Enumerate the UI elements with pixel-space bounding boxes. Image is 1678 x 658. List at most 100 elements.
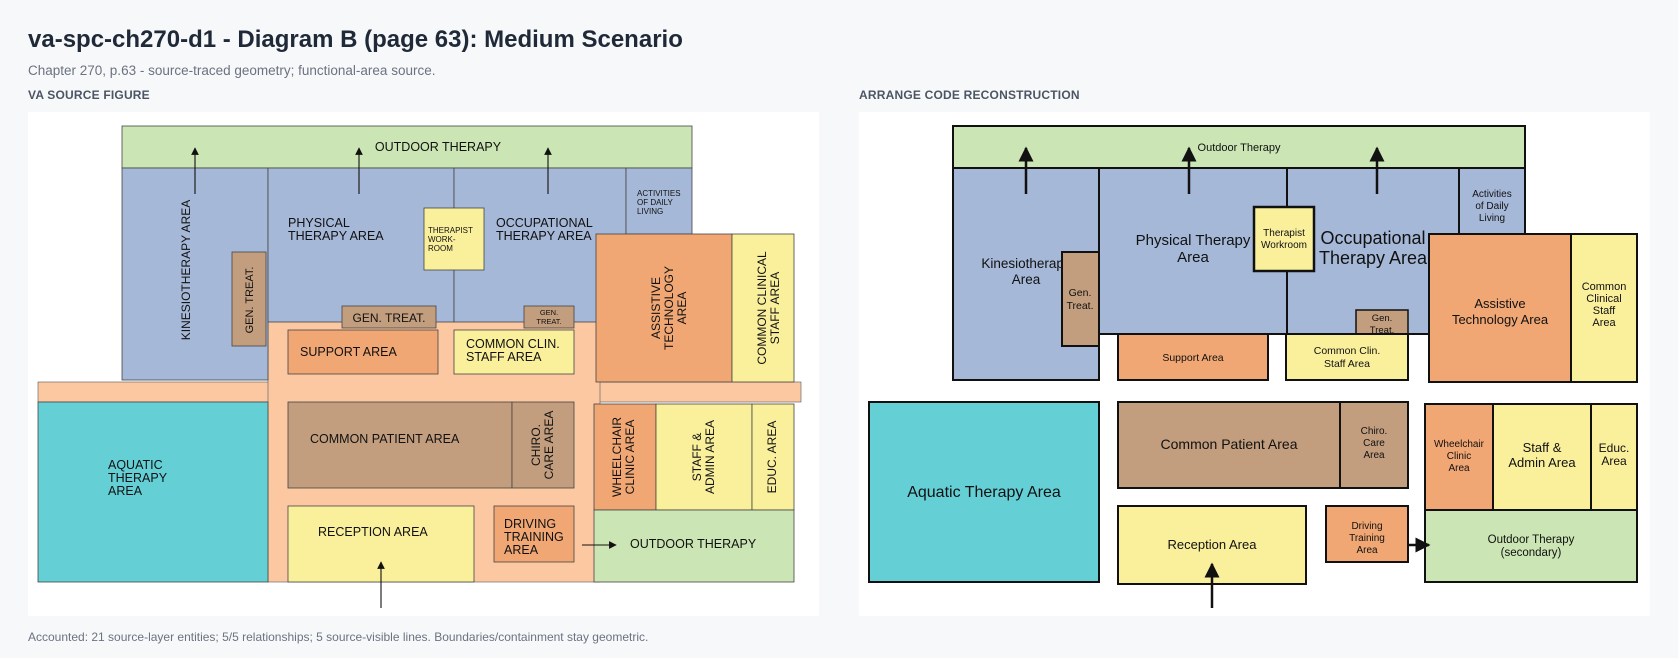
aquatic-label-1: AQUATIC <box>108 458 163 472</box>
r-outdoor-therapy-top-label: Outdoor Therapy <box>1198 142 1281 154</box>
gen-treat-vertical-label: GEN. TREAT. <box>244 267 256 334</box>
therapist-label-3: ROOM <box>428 244 453 253</box>
outdoor-therapy-bottom-label: OUTDOOR THERAPY <box>630 537 757 551</box>
r-outdoor-therapy-secondary <box>1424 509 1638 583</box>
assistive-label-3: AREA <box>675 292 689 325</box>
r-gen-treat-small <box>1355 309 1409 335</box>
r-wheelchair-label-3: Area <box>1448 463 1470 474</box>
r-common-clinical-label-1: Common <box>1582 281 1627 293</box>
r-driving-label-3: Area <box>1356 545 1378 556</box>
page-title: va-spc-ch270-d1 - Diagram B (page 63): M… <box>28 26 683 53</box>
r-driving-label-2: Training <box>1349 533 1385 544</box>
gen-treat-horizontal-label: GEN. TREAT. <box>353 311 426 325</box>
educ-area <box>751 403 795 511</box>
common-clin-label-2: STAFF AREA <box>466 350 542 364</box>
support-area <box>287 329 439 375</box>
adl-label-1: ACTIVITIES <box>637 189 681 198</box>
aquatic-therapy-area <box>37 401 269 583</box>
r-kinesio-label-1: Kinesiotherapy <box>981 256 1071 271</box>
common-clinical-label-1: COMMON CLINICAL <box>755 251 769 365</box>
outdoor-therapy-top-label: OUTDOOR THERAPY <box>375 140 502 154</box>
common-clinical-label-2: STAFF AREA <box>768 272 782 344</box>
occupational-therapy-label-2: THERAPY AREA <box>496 229 592 243</box>
wheelchair-label-1: WHEELCHAIR <box>610 417 624 497</box>
r-adl-label-1: Activities <box>1472 189 1511 200</box>
r-assistive-label-2: Technology Area <box>1452 312 1549 327</box>
r-gen-treat-left <box>1061 251 1100 347</box>
r-reception-label: Reception Area <box>1168 537 1258 552</box>
assistive-label-1: ASSISTIVE <box>649 277 663 339</box>
reception-label: RECEPTION AREA <box>318 525 428 539</box>
wheelchair-clinic-area <box>593 403 657 511</box>
r-support-label: Support Area <box>1162 352 1223 364</box>
driving-label-1: DRIVING <box>504 517 556 531</box>
r-wheelchair-label-2: Clinic <box>1447 451 1471 462</box>
common-patient-area <box>287 401 513 489</box>
therapist-label-2: WORK- <box>428 235 456 244</box>
r-occupational-label-1: Occupational <box>1320 228 1425 248</box>
therapist-label-1: THERAPIST <box>428 226 473 235</box>
physical-therapy-label-2: THERAPY AREA <box>288 229 384 243</box>
r-assistive-technology-area <box>1428 233 1572 383</box>
r-common-patient-label: Common Patient Area <box>1161 436 1298 452</box>
r-common-clinical-label-2: Clinical <box>1586 293 1621 305</box>
physical-therapy-label-1: PHYSICAL <box>288 216 350 230</box>
source-panel-label: VA SOURCE FIGURE <box>28 88 150 102</box>
common-clin-label-1: COMMON CLIN. <box>466 337 560 351</box>
staff-admin-area <box>655 403 753 511</box>
r-common-clin-label-1: Common Clin. <box>1314 345 1381 357</box>
gen-treat-vertical <box>231 251 267 347</box>
r-gen-treat-small-label-2: Treat. <box>1370 325 1394 336</box>
r-therapist-workroom <box>1252 205 1316 273</box>
adl-label-3: LIVING <box>637 207 663 216</box>
source-figure: OUTDOOR THERAPY KINESIOTHERAPY AREA GEN.… <box>37 125 802 608</box>
assistive-label-2: TECHNOLOGY <box>662 266 676 350</box>
footer-note: Accounted: 21 source-layer entities; 5/5… <box>28 630 649 644</box>
common-clin-staff-area <box>453 329 575 375</box>
r-driving-training-area <box>1325 505 1409 563</box>
r-common-clinical-label-3: Staff <box>1593 305 1616 317</box>
chiro-care-area <box>511 401 575 489</box>
adl-label-2: OF DAILY <box>637 198 674 207</box>
r-kinesio-label-2: Area <box>1012 272 1041 287</box>
r-occupational-label-2: Therapy Area <box>1319 248 1428 268</box>
aquatic-label-3: AREA <box>108 484 143 498</box>
gen-treat-small <box>523 305 575 329</box>
kinesiotherapy-label: KINESIOTHERAPY AREA <box>179 200 193 341</box>
r-gen-treat-left-label-2: Treat. <box>1066 300 1093 312</box>
reconstruction-panel-label: ARRANGE CODE RECONSTRUCTION <box>859 88 1080 102</box>
reconstruction-figure: Outdoor Therapy Kinesiotherapy Area Gen.… <box>868 125 1638 608</box>
r-adl-label-2: of Daily <box>1475 201 1508 212</box>
r-driving-label-1: Driving <box>1351 521 1382 532</box>
r-physical-label-1: Physical Therapy <box>1136 232 1251 249</box>
r-gen-treat-small-label-1: Gen. <box>1372 313 1393 324</box>
activities-daily-living <box>625 167 693 235</box>
common-patient-label: COMMON PATIENT AREA <box>310 432 460 446</box>
educ-label: EDUC. AREA <box>765 421 779 494</box>
page-subtitle: Chapter 270, p.63 - source-traced geomet… <box>28 63 436 78</box>
r-support-area <box>1117 333 1269 381</box>
r-common-clin-staff-area <box>1285 333 1409 381</box>
r-common-clinical-label-4: Area <box>1592 317 1616 329</box>
r-adl-label-3: Living <box>1479 213 1505 224</box>
r-educ-area <box>1590 403 1638 511</box>
aquatic-label-2: THERAPY <box>108 471 168 485</box>
r-assistive-label-1: Assistive <box>1474 296 1525 311</box>
r-chiro-care-area <box>1339 401 1409 489</box>
r-outdoor-secondary-label-2: (secondary) <box>1501 547 1562 559</box>
outdoor-therapy-bottom <box>593 509 795 583</box>
r-chiro-label-3: Area <box>1363 450 1385 461</box>
gen-treat-small-label-2: TREAT. <box>536 317 561 326</box>
therapist-workroom <box>423 207 485 271</box>
driving-label-2: TRAINING <box>504 530 564 544</box>
reconstruction-panel: Outdoor Therapy Kinesiotherapy Area Gen.… <box>859 112 1650 616</box>
r-educ-label-1: Educ. <box>1599 441 1630 455</box>
outdoor-therapy-top <box>121 125 693 169</box>
staff-admin-label-2: ADMIN AREA <box>703 420 717 494</box>
assistive-technology-area <box>595 233 733 383</box>
source-figure-panel: OUTDOOR THERAPY KINESIOTHERAPY AREA GEN.… <box>28 112 819 616</box>
r-outdoor-therapy-top <box>952 125 1526 169</box>
r-wheelchair-label-1: Wheelchair <box>1434 439 1485 450</box>
r-educ-label-2: Area <box>1601 454 1627 468</box>
wheelchair-label-2: CLINIC AREA <box>623 420 637 495</box>
